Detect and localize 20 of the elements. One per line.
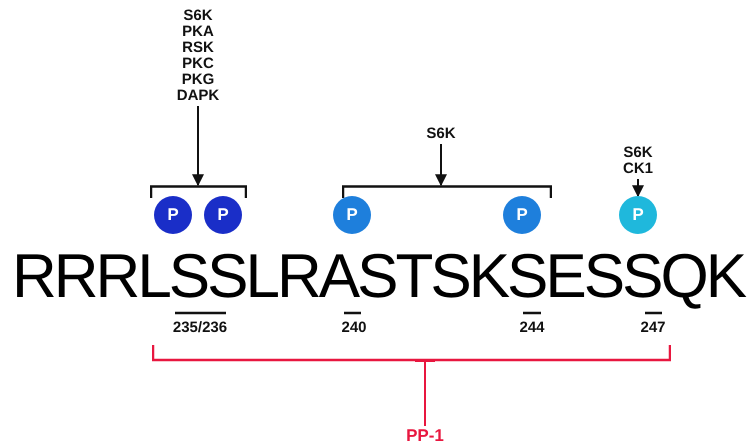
phosphate-circle: P xyxy=(619,196,657,234)
phosphate-circle: P xyxy=(503,196,541,234)
arrow xyxy=(435,144,447,186)
phosphate-circle: P xyxy=(333,196,371,234)
arrow xyxy=(632,179,644,198)
residue-number: 244 xyxy=(518,320,546,336)
kinase-label: S6K CK1 xyxy=(613,145,663,179)
residue-number: 235/236 xyxy=(172,320,228,336)
phosphate-circle: P xyxy=(154,196,192,234)
phosphate-circle: P xyxy=(204,196,242,234)
bracket xyxy=(150,185,247,198)
arrow xyxy=(192,106,204,186)
residue-number: 247 xyxy=(639,320,667,336)
kinase-label: S6K PKA RSK PKC PKG DAPK xyxy=(168,8,228,106)
peptide-sequence: RRRLSSLRASTSKSESSQK xyxy=(12,244,744,310)
residue-number: 240 xyxy=(340,320,368,336)
inhibition-bracket xyxy=(152,345,671,362)
kinase-label: S6K xyxy=(421,126,461,144)
phosphatase-label: PP-1 xyxy=(395,426,455,446)
bracket xyxy=(342,185,552,198)
